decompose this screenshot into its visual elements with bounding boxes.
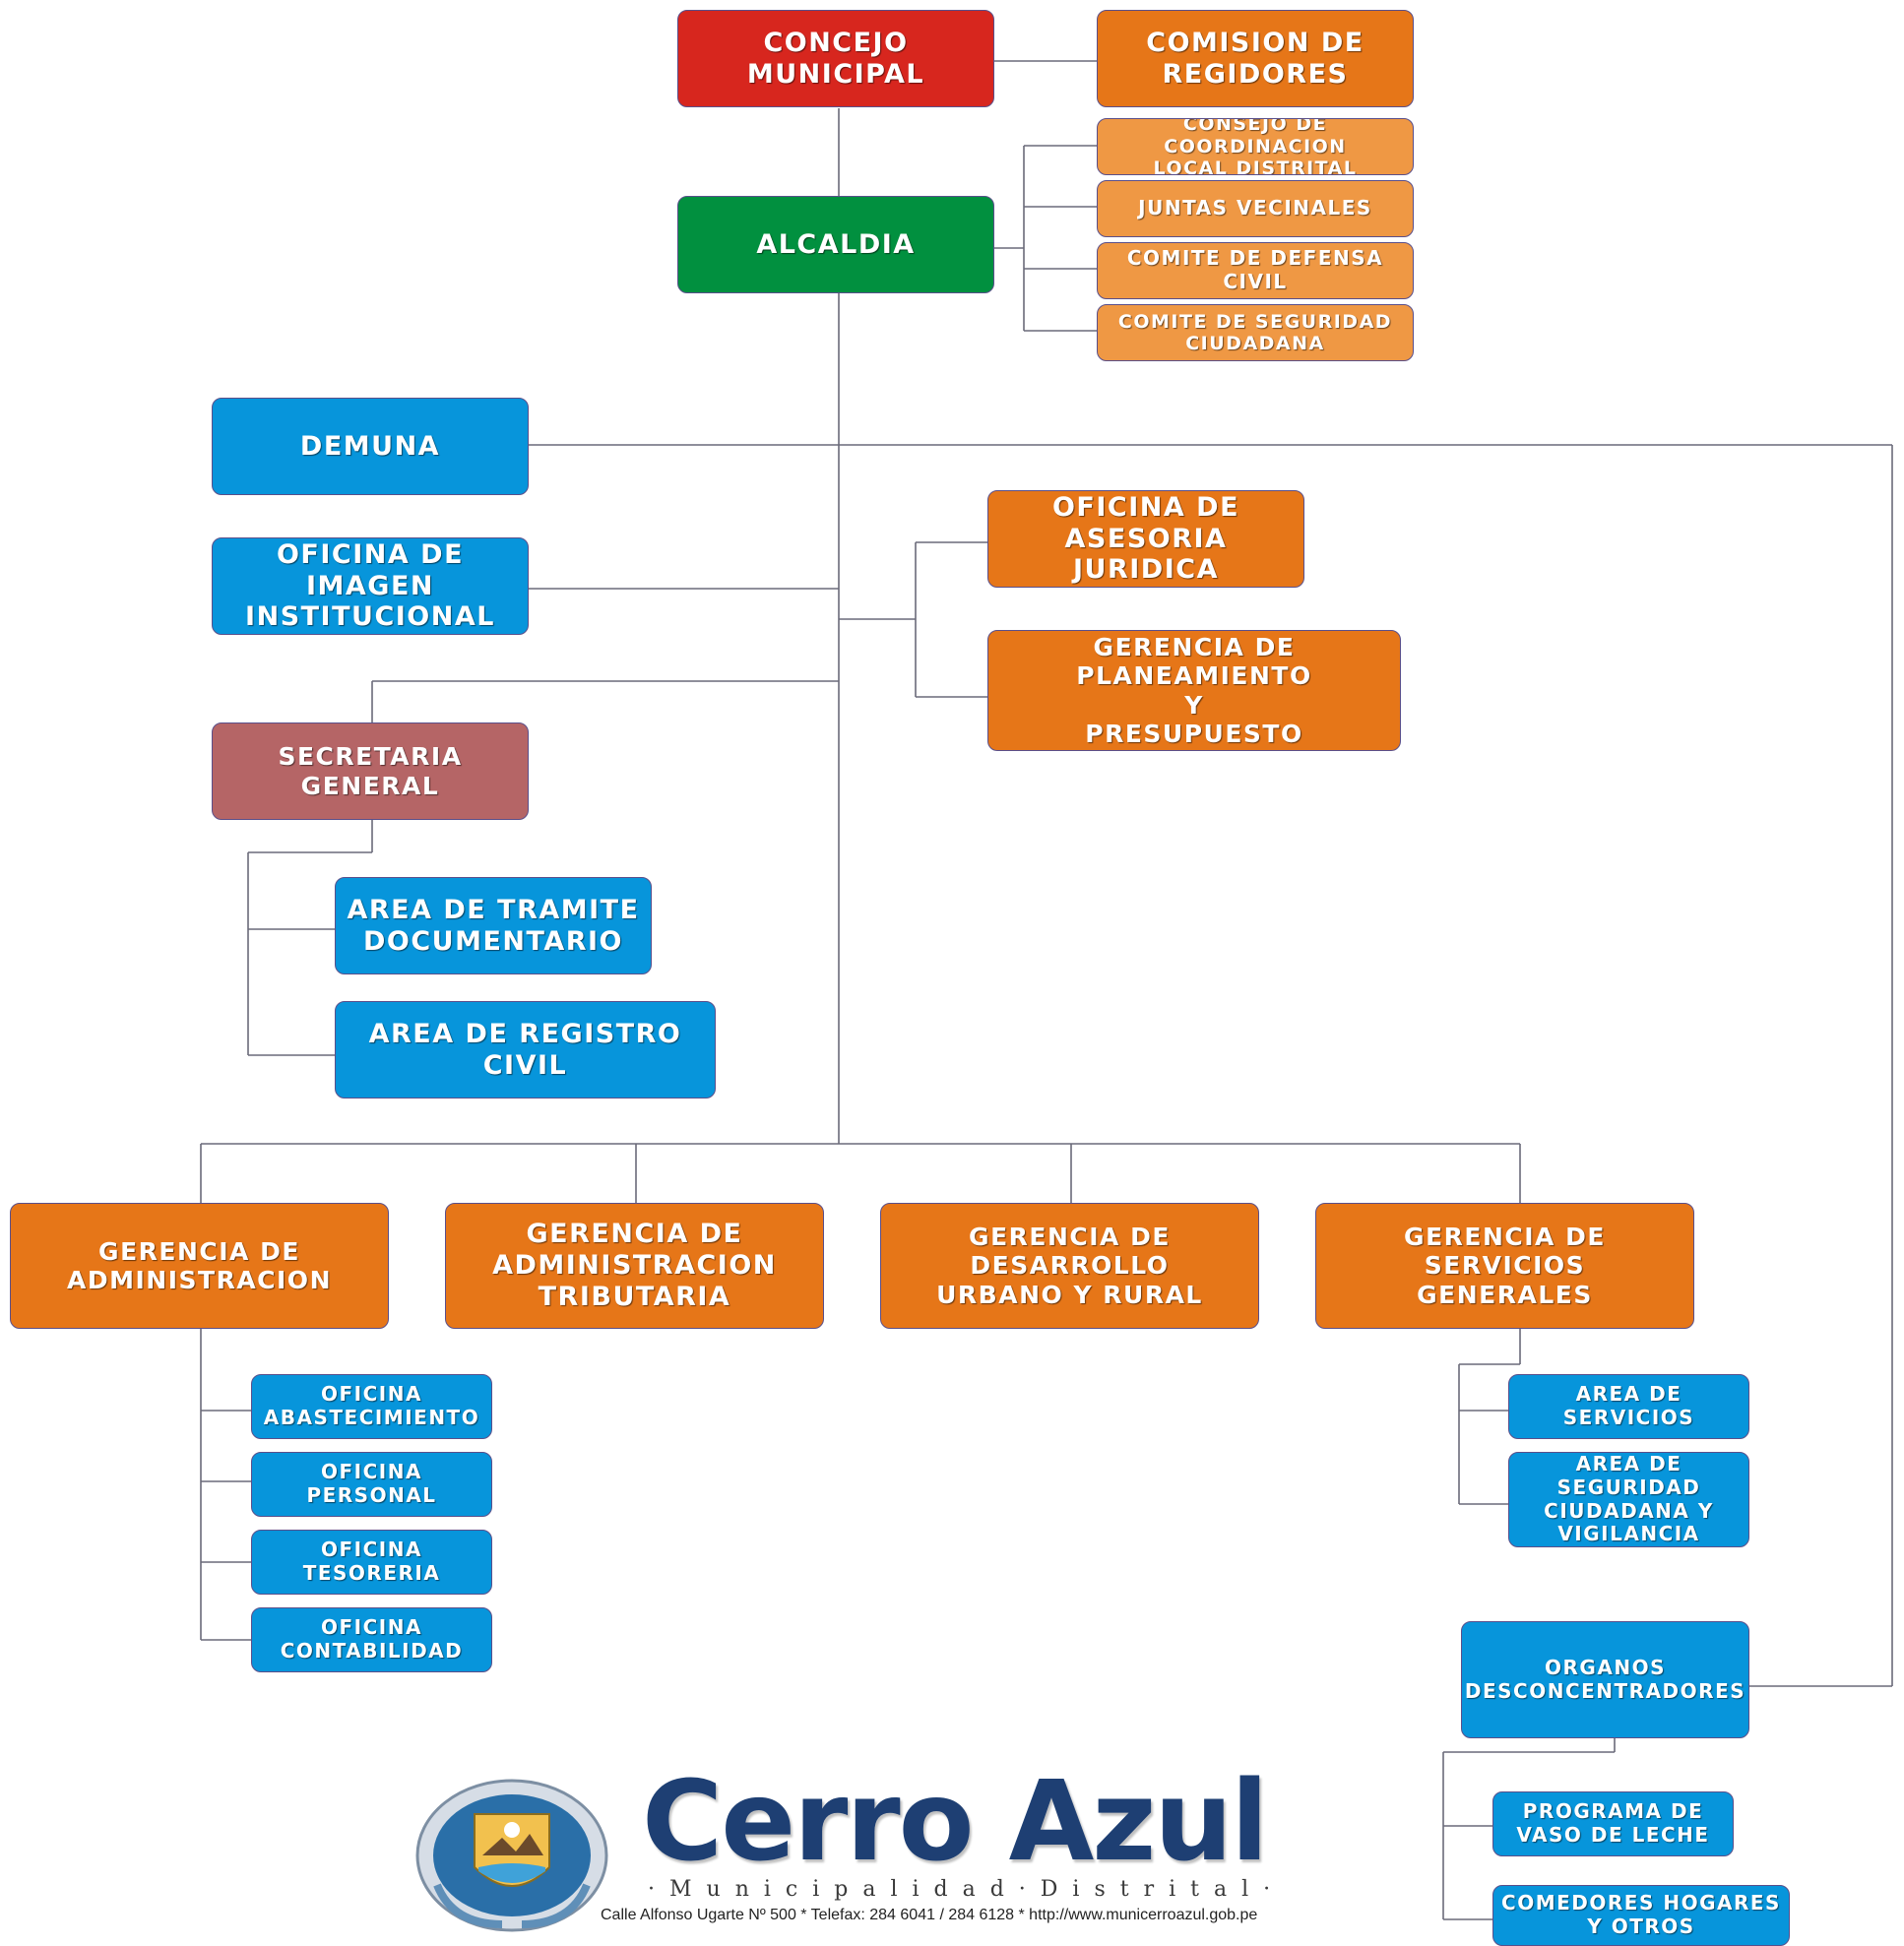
gerencia-servicios-box: GERENCIA DE SERVICIOS GENERALES [1315,1203,1694,1329]
concejo-municipal-box: CONCEJO MUNICIPAL [677,10,994,107]
comite-seguridad-ciudadana-box: COMITE DE SEGURIDAD CIUDADANA [1097,304,1414,361]
gerencia-desarrollo-box: GERENCIA DE DESARROLLO URBANO Y RURAL [880,1203,1259,1329]
comision-regidores-box: COMISION DE REGIDORES [1097,10,1414,107]
area-servicios-box: AREA DE SERVICIOS [1508,1374,1749,1439]
logo-address: Calle Alfonso Ugarte Nº 500 * Telefax: 2… [601,1907,1258,1923]
gerencia-planeamiento-box: GERENCIA DE PLANEAMIENTO Y PRESUPUESTO [987,630,1401,751]
municipal-seal-icon [415,1779,608,1932]
demuna-box: DEMUNA [212,398,529,495]
organos-desconcentradores-box: ORGANOS DESCONCENTRADORES [1461,1621,1749,1738]
gerencia-tributaria-box: GERENCIA DE ADMINISTRACION TRIBUTARIA [445,1203,824,1329]
cerro-azul-logo: Cerro Azul ·Municipalidad·Distrital· Cal… [413,1767,1359,1939]
alcaldia-box: ALCALDIA [677,196,994,293]
comite-defensa-civil-box: COMITE DE DEFENSA CIVIL [1097,242,1414,299]
programa-vaso-leche-box: PROGRAMA DE VASO DE LECHE [1492,1791,1734,1856]
area-tramite-box: AREA DE TRAMITE DOCUMENTARIO [335,877,652,974]
oficina-imagen-box: OFICINA DE IMAGEN INSTITUCIONAL [212,537,529,635]
juntas-vecinales-box: JUNTAS VECINALES [1097,180,1414,237]
area-registro-civil-box: AREA DE REGISTRO CIVIL [335,1001,716,1099]
oficina-contabilidad-box: OFICINA CONTABILIDAD [251,1607,492,1672]
oficina-personal-box: OFICINA PERSONAL [251,1452,492,1517]
asesoria-juridica-box: OFICINA DE ASESORIA JURIDICA [987,490,1304,588]
gerencia-administracion-box: GERENCIA DE ADMINISTRACION [10,1203,389,1329]
secretaria-general-box: SECRETARIA GENERAL [212,722,529,820]
oficina-abastecimiento-box: OFICINA ABASTECIMIENTO [251,1374,492,1439]
logo-brand-name: Cerro Azul [642,1758,1269,1886]
logo-subtitle: ·Municipalidad·Distrital· [648,1877,1286,1902]
area-seguridad-box: AREA DE SEGURIDAD CIUDADANA Y VIGILANCIA [1508,1452,1749,1547]
consejo-coordinacion-box: CONSEJO DE COORDINACION LOCAL DISTRITAL [1097,118,1414,175]
comedores-hogares-box: COMEDORES HOGARES Y OTROS [1492,1885,1790,1946]
oficina-tesoreria-box: OFICINA TESORERIA [251,1530,492,1595]
